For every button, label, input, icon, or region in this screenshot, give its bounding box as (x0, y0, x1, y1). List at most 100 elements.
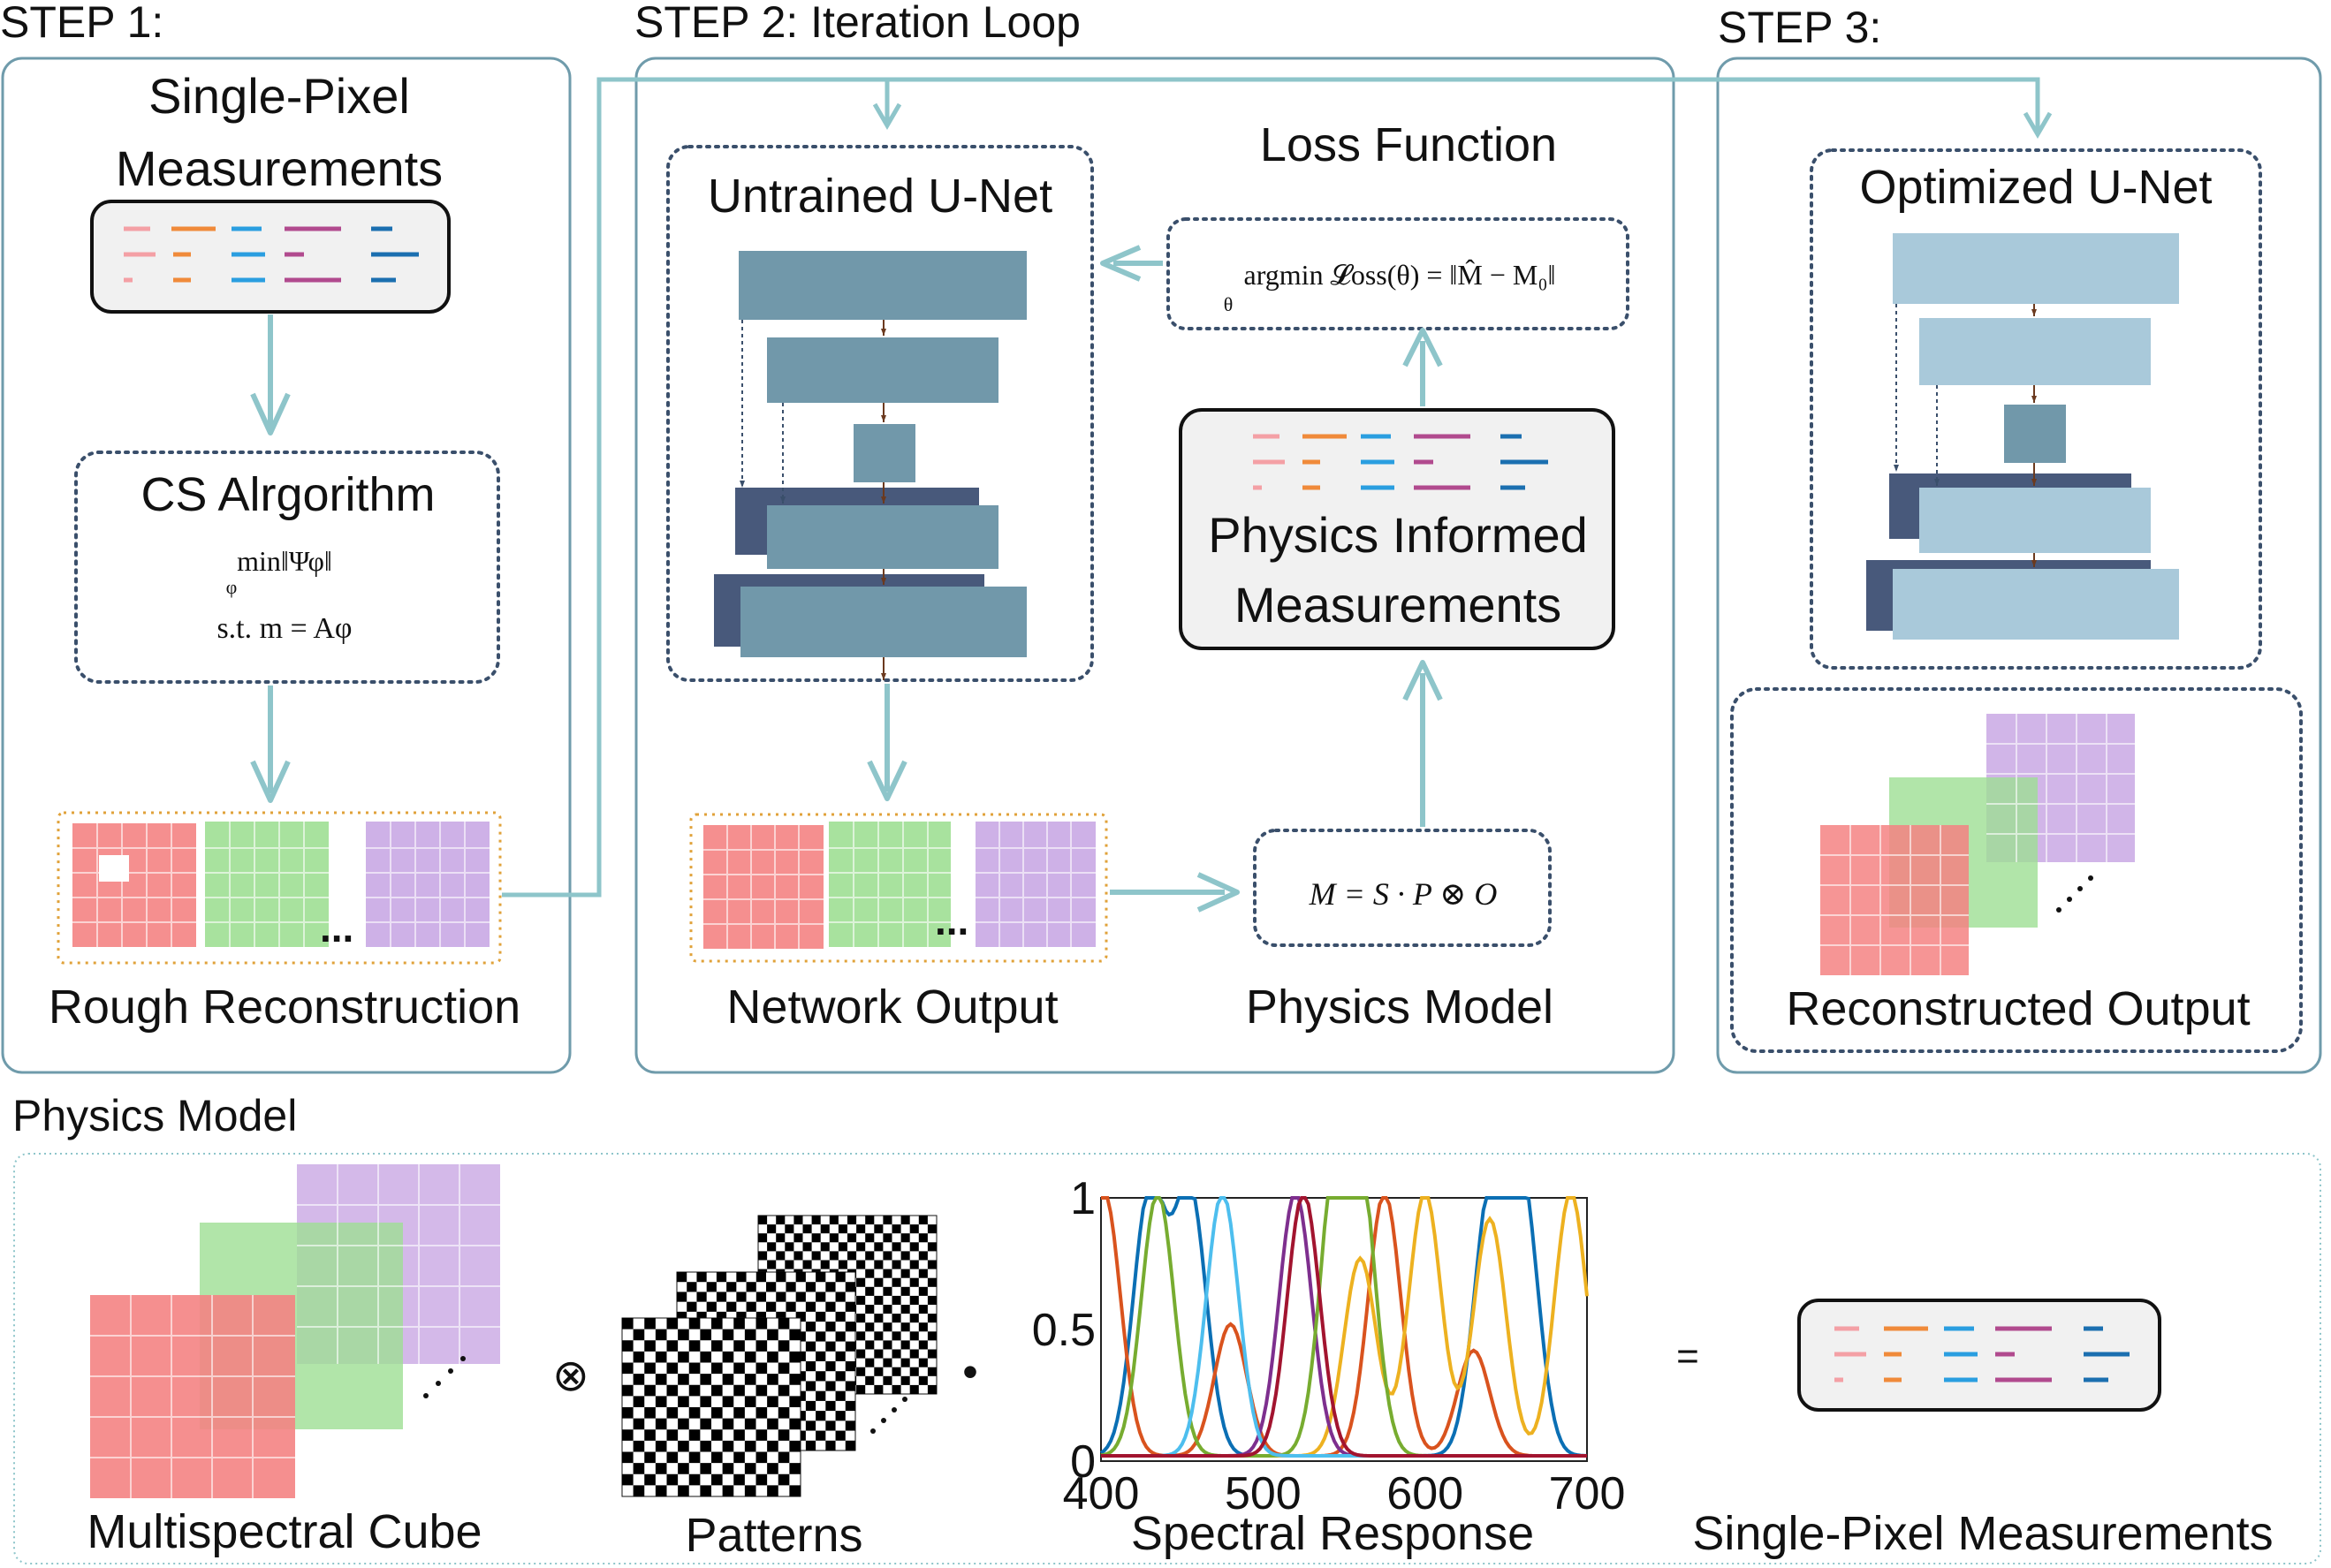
pattern-cell (655, 1396, 667, 1407)
pattern-cell (845, 1341, 855, 1352)
pattern-cell (744, 1485, 756, 1496)
pattern-cell (835, 1351, 846, 1361)
arrowhead-cs-to-rough (250, 760, 291, 803)
arrowhead-loss-to-unet (1100, 245, 1142, 282)
pattern-cell (622, 1473, 634, 1486)
pattern-cell (706, 1301, 717, 1312)
pattern-cell (644, 1318, 656, 1329)
pattern-cell (622, 1429, 634, 1441)
pattern-cell (918, 1322, 928, 1332)
multispectral-cube (90, 1164, 500, 1498)
pattern-cell (633, 1396, 645, 1407)
pattern-cell (825, 1301, 836, 1312)
pattern-cell (778, 1407, 790, 1419)
physics-equation: M = S · P ⊗ O (1309, 876, 1498, 912)
pattern-cell (655, 1329, 667, 1341)
pattern-cell (835, 1311, 846, 1322)
pattern-cell (909, 1367, 919, 1376)
pattern-cell (805, 1341, 816, 1352)
pattern-cell (688, 1340, 701, 1352)
pattern-cell (856, 1277, 866, 1287)
pattern-cell (865, 1269, 875, 1278)
pattern-cell (883, 1269, 892, 1278)
spectral-response-label: Spectral Response (1131, 1507, 1534, 1560)
pattern-cell (874, 1331, 884, 1341)
pattern-cell (755, 1362, 768, 1375)
pattern-cell (758, 1216, 768, 1225)
pattern-cell (816, 1311, 826, 1322)
pattern-cell (776, 1272, 786, 1283)
pattern-cell (805, 1301, 816, 1312)
loss-equation-sub: θ (1224, 293, 1234, 315)
pattern-cell (856, 1295, 866, 1305)
pattern-cell (825, 1341, 836, 1352)
pattern-cell (802, 1224, 812, 1234)
pattern-cell (918, 1216, 928, 1225)
pattern-cell (655, 1374, 667, 1385)
pattern-cell (678, 1351, 689, 1363)
pattern-cell (767, 1463, 778, 1474)
step2-heading: STEP 2: Iteration Loop (634, 0, 1081, 47)
pattern-cell (927, 1242, 937, 1252)
pattern-cell (789, 1463, 801, 1474)
pattern-cell (688, 1318, 701, 1329)
pattern-cell (755, 1311, 766, 1322)
pattern-cell (892, 1384, 901, 1394)
pattern-cell (835, 1430, 846, 1441)
pattern-cell (711, 1362, 723, 1375)
pattern-cell (811, 1216, 821, 1225)
pattern-cell (838, 1242, 847, 1252)
pattern-cell (785, 1260, 794, 1269)
pattern-cell (700, 1485, 711, 1496)
pattern-cell (865, 1286, 875, 1296)
pattern-cell (874, 1242, 884, 1252)
pattern-cell (825, 1282, 836, 1292)
arrowhead-output-to-physics (1196, 872, 1240, 913)
rough-recon-label: Rough Reconstruction (49, 981, 520, 1034)
measurements-title-line1: Single-Pixel (148, 68, 410, 124)
pattern-cell (767, 1329, 778, 1341)
pim-title-line1: Physics Informed (1208, 507, 1588, 563)
pattern-cell (900, 1358, 910, 1367)
pattern-cell (767, 1396, 778, 1407)
pattern-cell (744, 1351, 756, 1363)
pattern-cell (767, 1351, 778, 1363)
pattern-cell (820, 1260, 830, 1269)
pattern-cell (706, 1282, 717, 1292)
physics-model-label: Physics Model (1246, 981, 1553, 1034)
pattern-cell (736, 1292, 747, 1302)
pattern-cell (835, 1331, 846, 1342)
pattern-cell (786, 1282, 796, 1292)
pattern-cell (865, 1233, 875, 1243)
pattern-cell (755, 1318, 768, 1329)
pattern-cell (677, 1272, 687, 1283)
pattern-cell (883, 1322, 892, 1332)
measurements-title-line2: Measurements (116, 140, 443, 196)
pattern-cell (909, 1260, 919, 1269)
pattern-cell (700, 1418, 711, 1430)
pattern-cell (856, 1224, 866, 1234)
pattern-cell (786, 1301, 796, 1312)
pattern-cell (874, 1349, 884, 1359)
measurement-box-physics (1797, 1299, 2161, 1412)
pattern-cell (789, 1351, 801, 1363)
pattern-cell (733, 1429, 745, 1441)
pattern-cell (909, 1224, 919, 1234)
pattern-cell (744, 1418, 756, 1430)
pattern-cell (622, 1340, 634, 1352)
pattern-cell (622, 1451, 634, 1464)
arrowhead-physics-to-pim (1402, 660, 1443, 701)
pattern-cell (744, 1463, 756, 1474)
pattern-cell (900, 1216, 910, 1225)
pattern-cell (900, 1286, 910, 1296)
pattern-cell (733, 1384, 745, 1397)
rough-recon-frame (57, 811, 502, 965)
pattern-cell (918, 1269, 928, 1278)
pattern-cell (845, 1420, 855, 1431)
pattern-cell (778, 1451, 790, 1464)
optimized-unet-title: Optimized U-Net (1859, 161, 2212, 214)
pattern-cell (847, 1251, 857, 1261)
pattern-cell (726, 1301, 737, 1312)
pattern-cell (789, 1329, 801, 1341)
pattern-cell (755, 1407, 768, 1419)
